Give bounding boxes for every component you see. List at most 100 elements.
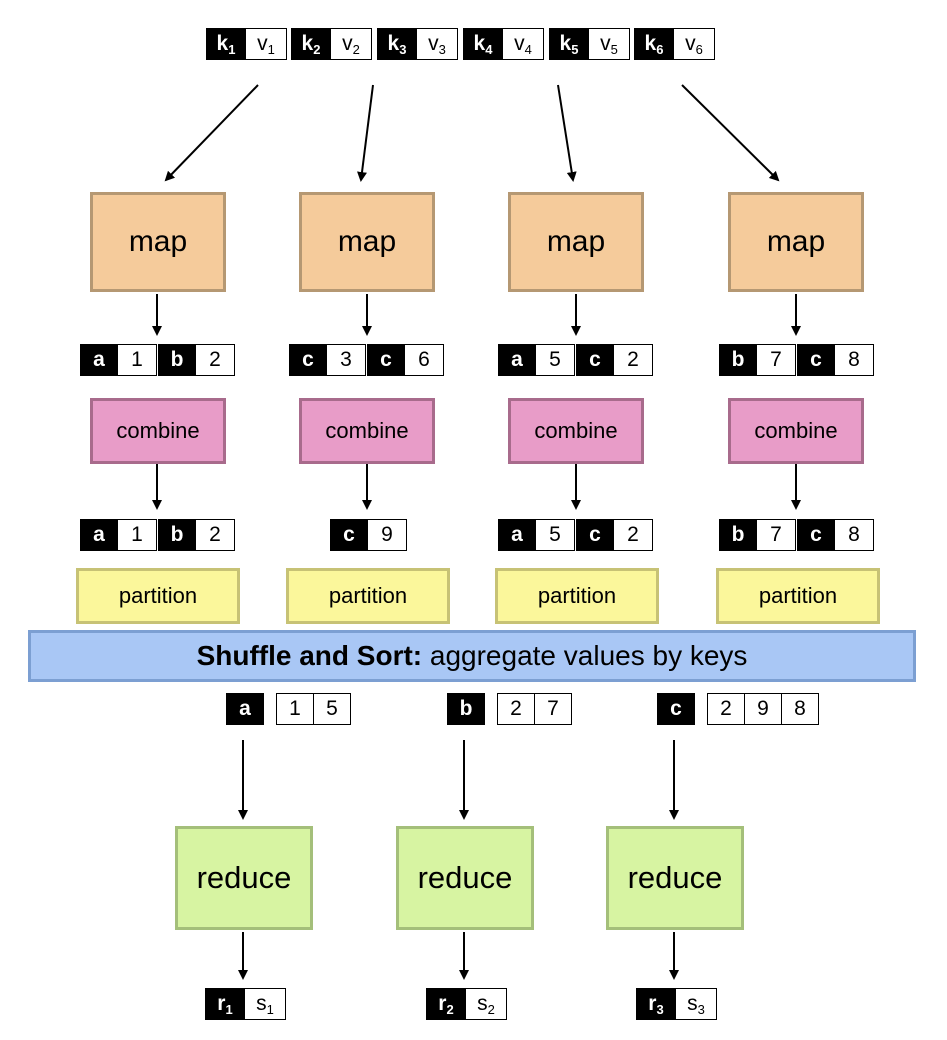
reduce-label-3: reduce xyxy=(627,860,723,895)
reduce-box-2: reduce xyxy=(396,826,534,930)
map-output-key: c xyxy=(798,345,834,375)
map-output-key: b xyxy=(159,345,195,375)
combine-output-value: 8 xyxy=(834,520,873,550)
map-output-key: a xyxy=(499,345,535,375)
group-value: 2 xyxy=(708,694,744,724)
group-value: 7 xyxy=(534,694,571,724)
group-key-label: c xyxy=(658,694,694,724)
arrow-input-5-to-map-3 xyxy=(557,84,577,182)
partition-label-1: partition xyxy=(118,583,198,608)
combine-label-1: combine xyxy=(116,418,200,443)
map-output-2-pair-2: c 6 xyxy=(367,344,444,376)
map-output-4-pair-1: b 7 xyxy=(719,344,796,376)
map-output-3-pair-2: c 2 xyxy=(576,344,653,376)
combine-output-3-pair-1: a 5 xyxy=(498,519,575,551)
combine-output-value: 2 xyxy=(613,520,652,550)
combine-box-1: combine xyxy=(90,398,226,464)
group-key-label: b xyxy=(448,694,484,724)
group-value: 1 xyxy=(277,694,313,724)
combine-box-2: combine xyxy=(299,398,435,464)
map-output-key: c xyxy=(368,345,404,375)
group-value: 2 xyxy=(498,694,534,724)
partition-box-4: partition xyxy=(716,568,880,624)
map-box-4: map xyxy=(728,192,864,292)
map-output-3-pair-1: a 5 xyxy=(498,344,575,376)
shuffle-sort-bar: Shuffle and Sort: aggregate values by ke… xyxy=(28,630,916,682)
combine-output-key: a xyxy=(499,520,535,550)
arrow-input-1-to-map-1 xyxy=(164,84,259,182)
group-key-label: a xyxy=(227,694,263,724)
combine-label-2: combine xyxy=(325,418,409,443)
map-output-value: 7 xyxy=(756,345,795,375)
map-output-key: c xyxy=(577,345,613,375)
map-label-1: map xyxy=(128,225,188,258)
group-a-values: 1 5 xyxy=(276,693,351,725)
group-value: 9 xyxy=(744,694,781,724)
combine-output-key: b xyxy=(159,520,195,550)
combine-output-key: c xyxy=(331,520,367,550)
map-output-value: 8 xyxy=(834,345,873,375)
map-output-key: b xyxy=(720,345,756,375)
combine-label-4: combine xyxy=(754,418,838,443)
partition-box-2: partition xyxy=(286,568,450,624)
group-value: 8 xyxy=(781,694,818,724)
combine-output-value: 5 xyxy=(535,520,574,550)
reduce-box-1: reduce xyxy=(175,826,313,930)
combine-output-value: 7 xyxy=(756,520,795,550)
partition-label-4: partition xyxy=(758,583,838,608)
combine-output-value: 9 xyxy=(367,520,406,550)
group-c-values: 2 9 8 xyxy=(707,693,819,725)
partition-box-1: partition xyxy=(76,568,240,624)
partition-label-3: partition xyxy=(537,583,617,608)
map-output-value: 1 xyxy=(117,345,156,375)
combine-output-3-pair-2: c 2 xyxy=(576,519,653,551)
map-output-value: 6 xyxy=(404,345,443,375)
group-b-key: b xyxy=(447,693,485,725)
combine-output-value: 1 xyxy=(117,520,156,550)
map-box-2: map xyxy=(299,192,435,292)
combine-output-key: b xyxy=(720,520,756,550)
combine-output-key: c xyxy=(577,520,613,550)
shuffle-description: aggregate values by keys xyxy=(422,640,748,671)
map-label-2: map xyxy=(337,225,397,258)
reduce-label-1: reduce xyxy=(196,860,292,895)
combine-box-4: combine xyxy=(728,398,864,464)
map-box-1: map xyxy=(90,192,226,292)
combine-output-key: a xyxy=(81,520,117,550)
map-output-1-pair-2: b 2 xyxy=(158,344,235,376)
map-output-key: c xyxy=(290,345,326,375)
map-box-3: map xyxy=(508,192,644,292)
combine-output-1-pair-2: b 2 xyxy=(158,519,235,551)
combine-output-4-pair-2: c 8 xyxy=(797,519,874,551)
partition-label-2: partition xyxy=(328,583,408,608)
shuffle-title: Shuffle and Sort: xyxy=(196,640,423,671)
reduce-label-2: reduce xyxy=(417,860,513,895)
map-output-value: 3 xyxy=(326,345,365,375)
arrow-input-6-to-map-4 xyxy=(681,84,780,182)
map-output-value: 5 xyxy=(535,345,574,375)
map-output-key: a xyxy=(81,345,117,375)
